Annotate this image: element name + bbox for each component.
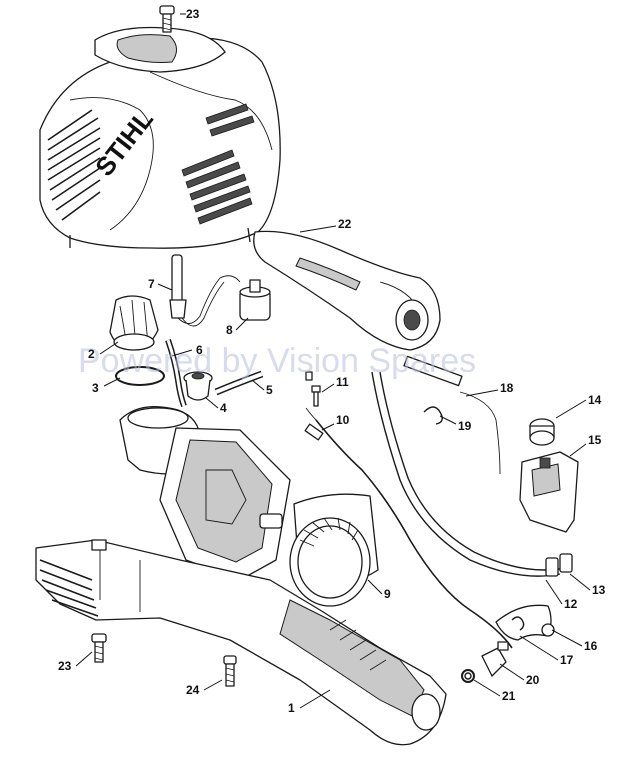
stop-switch	[529, 418, 555, 446]
right-cooling-grille	[181, 103, 255, 225]
handle-grip-ribs	[329, 619, 441, 731]
callout-23-top: 23	[186, 7, 200, 21]
throttle-cable	[304, 407, 513, 649]
callout-12: 12	[564, 597, 578, 611]
callout-14: 14	[588, 393, 602, 407]
callout-1: 1	[288, 701, 295, 715]
screw-23-bottom	[91, 633, 107, 663]
fan-housing	[119, 406, 291, 581]
callout-10: 10	[336, 413, 350, 427]
fuel-line-hose	[165, 339, 187, 408]
callout-17: 17	[560, 653, 574, 667]
shroud-handle-tube	[253, 230, 441, 351]
torsion-spring	[461, 669, 475, 683]
callout-9: 9	[384, 587, 391, 601]
callout-8: 8	[226, 323, 233, 337]
callout-15: 15	[588, 433, 602, 447]
callout-6: 6	[196, 343, 203, 357]
callout-labels: 23 22 7 8 2 6 3 5 4 11 10 18 19 14 15 9 …	[58, 7, 606, 715]
screw-23-top	[159, 5, 175, 33]
callout-13: 13	[592, 583, 606, 597]
callout-16: 16	[584, 639, 598, 653]
wire-connector	[545, 553, 573, 577]
screw-11	[305, 371, 321, 407]
watermark-text: Powered by Vision Spares	[78, 342, 476, 380]
callout-7: 7	[148, 277, 155, 291]
cylinder-shroud	[289, 493, 379, 607]
short-circuit-wire	[403, 355, 501, 475]
callout-21: 21	[502, 689, 516, 703]
fuel-filter-pickup	[169, 254, 241, 327]
tank-grommet	[183, 371, 213, 401]
cable-end-fitting	[481, 641, 509, 677]
callout-20: 20	[526, 673, 540, 687]
left-cooling-grille	[47, 109, 101, 221]
callout-11: 11	[336, 375, 349, 389]
control-handle-housing	[519, 451, 579, 533]
screw-24	[223, 655, 237, 687]
callout-2: 2	[88, 347, 95, 361]
callout-22: 22	[338, 217, 352, 231]
trigger-spring	[511, 616, 525, 631]
callout-4: 4	[220, 401, 227, 415]
cap-o-ring	[115, 366, 165, 386]
ground-wire	[371, 371, 567, 577]
fuel-filter	[239, 279, 271, 321]
callout-3: 3	[92, 381, 99, 395]
return-hose	[214, 370, 264, 396]
callout-5: 5	[266, 383, 273, 397]
callout-18: 18	[500, 381, 514, 395]
callout-24: 24	[186, 683, 200, 697]
engine-shroud: STIHL	[39, 26, 281, 249]
callout-19: 19	[458, 419, 472, 433]
spring-clip	[423, 406, 443, 425]
shroud-fins	[299, 517, 359, 547]
callout-23-bottom: 23	[58, 659, 72, 673]
leader-lines	[75, 13, 591, 709]
throttle-trigger	[495, 604, 555, 641]
base-cooling-grille	[39, 559, 99, 617]
